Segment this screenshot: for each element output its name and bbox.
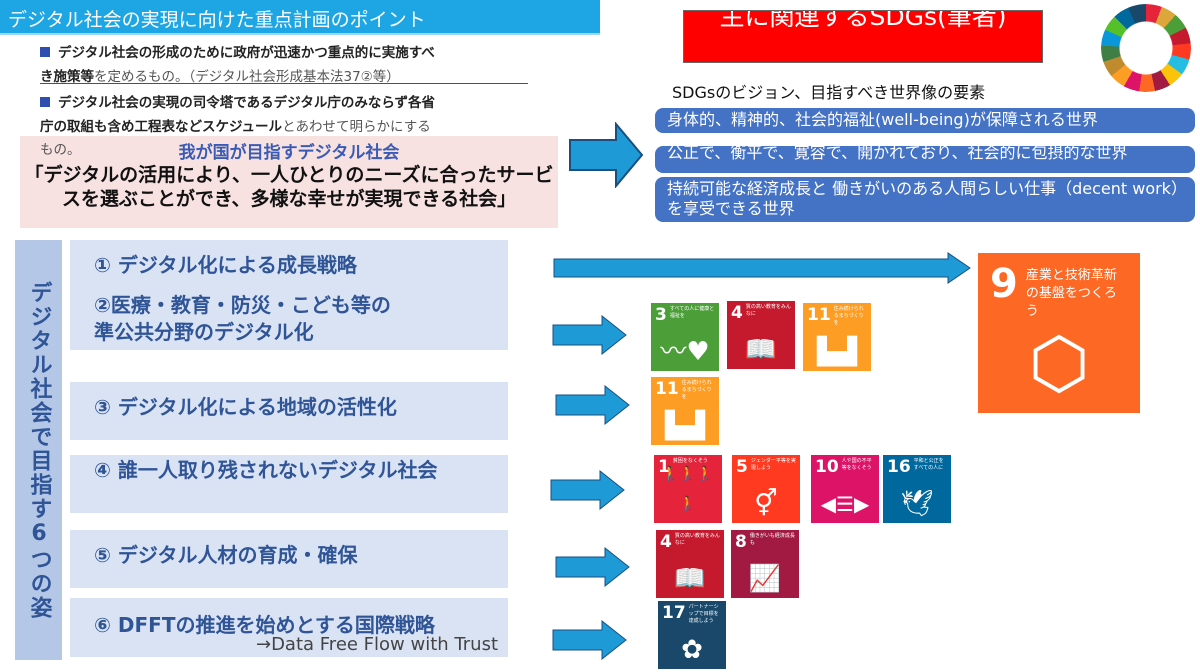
bullet-1-line-1: デジタル社会の形成のために政府が迅速かつ重点的に実施すべ: [40, 41, 435, 61]
bullet-2-line-1: デジタル社会の実現の司令塔であるデジタル庁のみならず各省: [40, 91, 435, 111]
sdg-header-box: 主に関連するSDGs(筆者): [683, 10, 1043, 63]
bullet-2-line-3: もの。: [40, 142, 81, 158]
vision-box: 我が国が目指すデジタル社会 「デジタルの活用により、一人ひとりのニーズに合ったサ…: [20, 136, 558, 228]
dove-icon: 🕊: [900, 489, 934, 519]
bullet-square-icon: [40, 97, 50, 107]
sdg-vision-item: 持続可能な経済成長と 働きがいのある人間らしい仕事（decent work）を享…: [655, 177, 1195, 222]
sdg-vision-item: 身体的、精神的、社会的福祉(well-being)が保障される世界: [655, 108, 1195, 133]
goal-row-1: ① デジタル化による成長戦略: [70, 240, 508, 296]
buildings-icon: ▙▟: [665, 411, 705, 441]
goal-row-6-subtext: →Data Free Flow with Trust: [255, 634, 498, 655]
bullet-square-icon: [40, 47, 50, 57]
long-right-arrow-icon: [553, 252, 971, 284]
vision-quote: 「デジタルの活用により、一人ひとりのニーズに合ったサービスを選ぶことができ、多様…: [24, 164, 554, 210]
right-arrow-icon: [552, 620, 627, 660]
vision-title: 我が国が目指すデジタル社会: [178, 143, 400, 163]
heartbeat-icon: 〰♥: [660, 337, 710, 367]
goal-row-4: ④ 誰一人取り残されないデジタル社会: [70, 455, 508, 513]
goal-row-6: ⑥ DFFTの推進を始めとする国際戦略 →Data Free Flow with…: [70, 598, 508, 657]
sdg-wheel-logo-icon: [1101, 4, 1191, 92]
buildings-icon: ▙▟: [817, 337, 857, 367]
big-right-arrow-icon: [569, 122, 644, 188]
gender-icon: ⚥: [754, 489, 778, 519]
right-arrow-icon: [550, 470, 625, 510]
cubes-icon: ⬡: [1028, 322, 1090, 404]
sdg-vision-item: 公正で、衡平で、寛容で、開かれており、社会的に包摂的な世界: [655, 146, 1195, 173]
sdg-vision-label: SDGsのビジョン、目指すべき世界像の要素: [672, 83, 986, 102]
six-goals-side-label: デジタル社会で目指す6つの姿: [15, 240, 62, 660]
goal-row-5: ⑤ デジタル人材の育成・確保: [70, 530, 508, 588]
right-arrow-icon: [552, 315, 627, 355]
flower-rings-icon: ✿: [681, 635, 703, 665]
book-icon: 📖: [673, 564, 707, 594]
family-icon: 🚶🚶🚶🚶: [661, 466, 715, 512]
goal-row-2: ②医療・教育・防災・こども等の 準公共分野のデジタル化: [70, 292, 551, 350]
slide-title: デジタル社会の実現に向けた重点計画のポイント: [0, 0, 600, 35]
book-icon: 📖: [744, 335, 778, 365]
underline-divider: [40, 83, 528, 84]
goal-row-3: ③ デジタル化による地域の活性化: [70, 382, 508, 440]
right-arrow-icon: [555, 547, 630, 587]
bullet-2-line-2: 庁の取組も含め工程表などスケジュールとあわせて明らかにする: [40, 119, 431, 135]
goal-row-6-text: ⑥ DFFTの推進を始めとする国際戦略: [94, 613, 435, 637]
growth-chart-icon: 📈: [748, 564, 782, 594]
arrows-equal-icon: ◀☰▶: [820, 492, 870, 516]
right-arrow-icon: [555, 385, 630, 425]
bullet-1-line-2: き施策等を定めるもの。（デジタル社会形成基本法37②等）: [40, 69, 400, 85]
